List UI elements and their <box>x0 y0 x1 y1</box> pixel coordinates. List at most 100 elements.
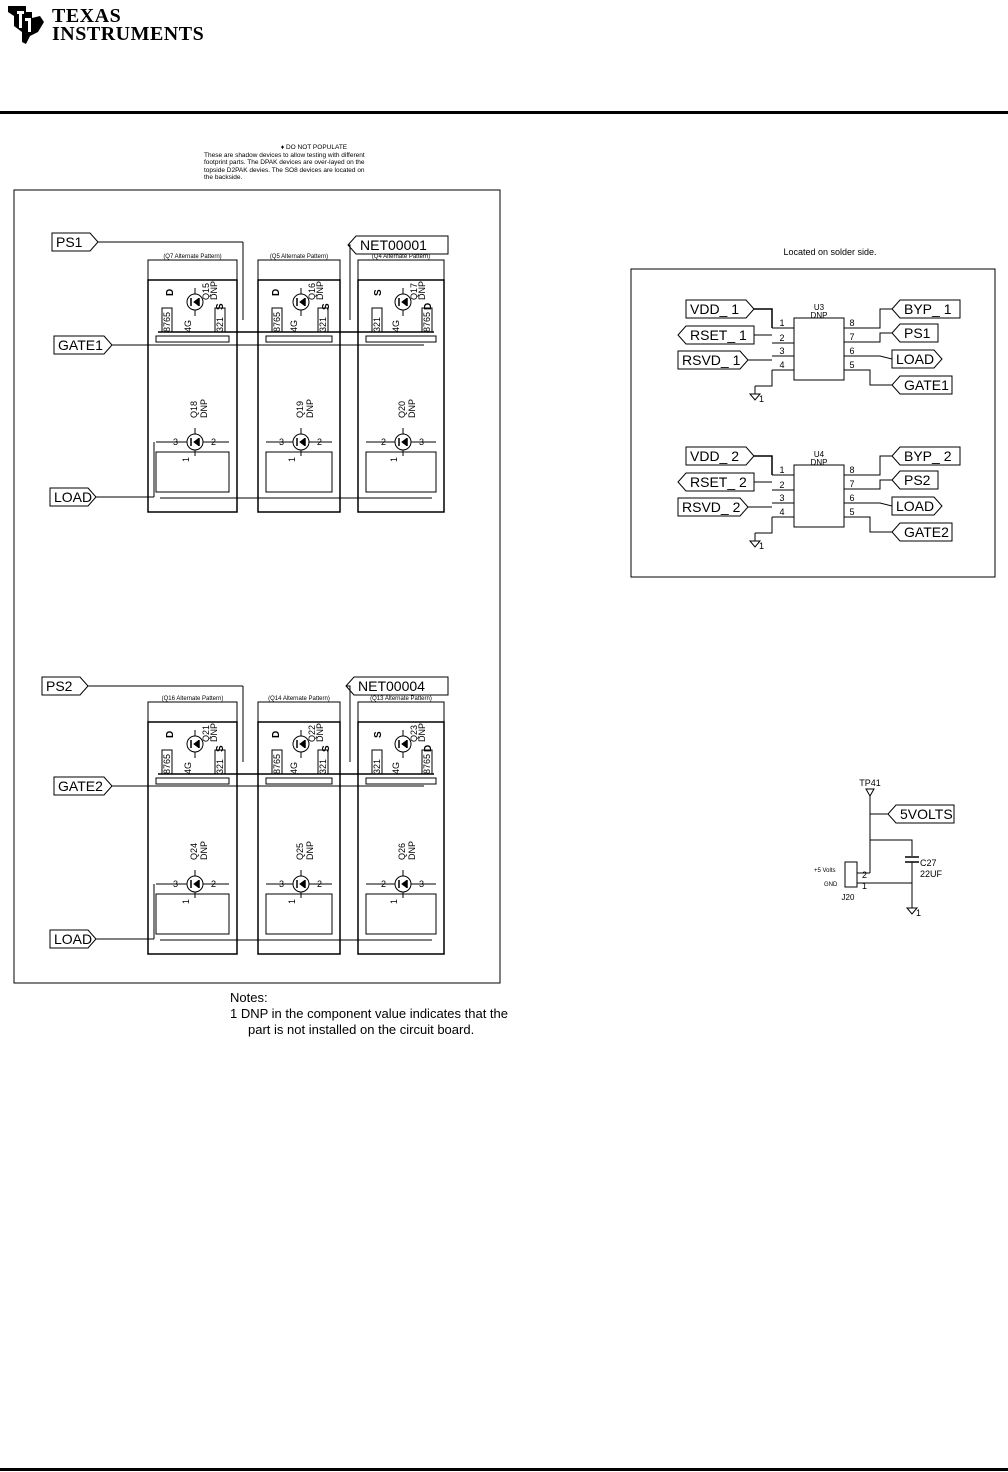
u3-right-pin: 7 <box>849 332 854 342</box>
ti-logo-icon <box>8 6 44 44</box>
u3-load-port <box>891 349 943 369</box>
group2-bottom-pin: 1 <box>181 899 191 904</box>
group2-top-fet-ref: Q23 <box>409 725 419 742</box>
u3-ref: U3 <box>814 303 825 312</box>
group2-bottom-fet-dnp: DNP <box>407 841 417 860</box>
u3-right-pin: 8 <box>849 318 854 328</box>
group1-gate-pin: 4G <box>289 320 299 332</box>
group1-bottom-fet-ref: Q18 <box>189 401 199 418</box>
group1-top-fet-pin: S <box>373 289 384 296</box>
u4-gnd-symbol <box>748 540 762 548</box>
group2-top-mosfet-arrow <box>299 740 305 748</box>
tp41-label: TP41 <box>859 778 881 788</box>
solder-side-frame <box>630 268 996 578</box>
u4-gate-port-label: GATE2 <box>904 524 949 540</box>
group1-top-fet-dnp: DNP <box>417 281 427 300</box>
group2-bottom-mosfet-arrow <box>193 880 199 888</box>
group2-net-port-label: NET00004 <box>358 678 425 694</box>
group1-footprint-link <box>265 335 333 343</box>
group1-pin-numbers: 8765 <box>162 312 172 332</box>
j20-pin1: 1 <box>862 881 867 891</box>
group2-pattern-header <box>147 701 238 723</box>
group1-bottom-mosfet-arrow <box>299 438 305 446</box>
group2-bottom-pin: 3 <box>419 879 424 889</box>
group1-bottom-fet-dnp: DNP <box>407 399 417 418</box>
group1-pattern-header <box>257 259 341 281</box>
group2-pattern-label: (Q16 Alternate Pattern) <box>162 696 224 702</box>
u3-rsvd-port <box>677 350 749 370</box>
u4-right-pin: 5 <box>849 507 854 517</box>
group1-bottom-pin: 2 <box>211 437 216 447</box>
u3-load-port-label: LOAD <box>896 351 934 367</box>
group1-top-fet-dnp: DNP <box>209 281 219 300</box>
group2-bottom-mosfet-arrow <box>401 880 407 888</box>
u4-load-port-label: LOAD <box>896 498 934 514</box>
u3-gate-port-label: GATE1 <box>904 377 949 393</box>
u4-ps-wire <box>866 479 892 490</box>
schematic-frame <box>13 189 501 984</box>
u4-left-pin: 2 <box>779 480 784 490</box>
group1-load-port-label: LOAD <box>54 489 92 505</box>
u4-rset-port <box>677 472 755 492</box>
group1-bottom-pin: 3 <box>279 437 284 447</box>
logo-text-line1: Texas <box>52 5 122 27</box>
header-rule <box>0 111 1008 114</box>
u4-load-port <box>891 496 943 516</box>
group1-footprint-link <box>155 335 230 343</box>
u4-vdd-port <box>685 446 755 466</box>
group1-gate-port-label: GATE1 <box>58 337 103 353</box>
group2-top-fet-pin: S <box>215 745 226 752</box>
group2-pattern-header <box>357 701 445 723</box>
group1-top-mosfet-arrow <box>299 298 305 306</box>
u4-byp-port <box>891 446 961 466</box>
group1-pin-numbers: 321 <box>372 317 382 332</box>
group1-bottom-fet-ref: Q20 <box>397 401 407 418</box>
group1-pattern-header <box>357 259 445 281</box>
group1-bottom-pin: 1 <box>389 457 399 462</box>
group2-pin-numbers: 321 <box>318 759 328 774</box>
group2-bottom-fet-dnp: DNP <box>199 841 209 860</box>
u4-gate-wire <box>866 516 892 533</box>
group2-top-fet-pin: D <box>423 745 434 752</box>
group1-net-wire <box>348 244 351 320</box>
u4-ps-port-label: PS2 <box>904 472 931 488</box>
group1-bottom-footprint <box>265 451 333 493</box>
u3-gnd-symbol <box>748 393 762 401</box>
group1-bottom-pin: 1 <box>181 457 191 462</box>
u4-left-pin: 4 <box>779 507 784 517</box>
group1-pattern-label: (Q4 Alternate Pattern) <box>372 254 430 260</box>
j20-ref: J20 <box>842 893 855 902</box>
group2-pin-numbers: 8765 <box>422 754 432 774</box>
u3-right-pin: 6 <box>849 346 854 356</box>
u3-right-pin: 5 <box>849 360 854 370</box>
j20-plus-label: +5 Volts <box>814 868 836 874</box>
note-line: These are shadow devices to allow testin… <box>204 151 365 159</box>
group1-top-mosfet-arrow <box>401 298 407 306</box>
power-gnd-symbol <box>905 907 919 915</box>
group2-top-fet-dnp: DNP <box>315 723 325 742</box>
notes-line-2: part is not installed on the circuit boa… <box>248 1022 475 1037</box>
group2-top-fet-pin: D <box>165 731 176 738</box>
u4-right-pin: 6 <box>849 493 854 503</box>
group2-pin-numbers: 8765 <box>272 754 282 774</box>
group1-top-fet-ref: Q17 <box>409 283 419 300</box>
group2-top-mosfet-arrow <box>401 740 407 748</box>
group1-gate-pin: 4G <box>183 320 193 332</box>
group2-top-fet-ref: Q21 <box>201 725 211 742</box>
u4-byp-port-label: BYP_ 2 <box>904 448 952 464</box>
u3-gate-port <box>891 375 953 395</box>
group1-top-fet-ref: Q16 <box>307 283 317 300</box>
u3-left-pin: 2 <box>779 333 784 343</box>
group1-net-port-label: NET00001 <box>360 237 427 253</box>
group1-net-port <box>347 235 449 255</box>
group2-bottom-pin: 2 <box>317 879 322 889</box>
u3-chip-body <box>793 317 845 381</box>
group1-bottom-pin: 3 <box>419 437 424 447</box>
group2-footprint-link <box>265 777 333 785</box>
group1-device-column <box>147 279 238 513</box>
group2-load-port <box>49 929 97 949</box>
group1-bottom-fet-dnp: DNP <box>305 399 315 418</box>
u4-gnd-wire <box>755 517 773 534</box>
group2-top-fet-pin: D <box>271 731 282 738</box>
group2-pin-numbers: 321 <box>215 759 225 774</box>
